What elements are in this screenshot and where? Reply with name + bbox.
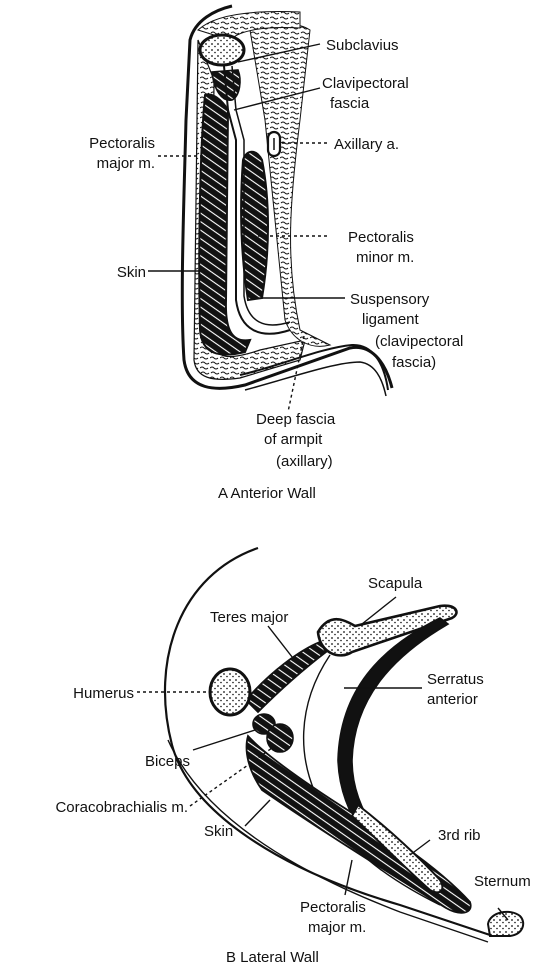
panel-b-teres-major	[246, 642, 326, 712]
panel-a-clavicle	[200, 35, 244, 65]
label-deep-fascia-3: (axillary)	[276, 453, 333, 470]
label-suspensory-3: (clavipectoral	[375, 333, 463, 350]
label-deep-fascia-2: of armpit	[264, 431, 323, 448]
panel-a-pectoralis-minor	[241, 152, 268, 300]
label-pectoralis-minor-2: minor m.	[356, 249, 414, 266]
panel-b-drawing	[137, 548, 523, 942]
label-suspensory-4: fascia)	[392, 354, 436, 371]
label-axillary-artery: Axillary a.	[334, 136, 399, 153]
label-suspensory-2: ligament	[362, 311, 420, 328]
label-third-rib: 3rd rib	[438, 827, 481, 844]
label-skin-b: Skin	[204, 823, 233, 840]
label-serratus-2: anterior	[427, 691, 478, 708]
label-scapula: Scapula	[368, 575, 423, 592]
label-pectoralis-major-2: major m.	[97, 155, 155, 172]
label-sternum: Sternum	[474, 873, 531, 890]
caption-panel-b: B Lateral Wall	[226, 949, 319, 965]
label-skin-a: Skin	[117, 264, 146, 281]
panel-b-coracobrachialis	[267, 724, 293, 752]
panel-a-drawing	[148, 6, 392, 412]
label-biceps: Biceps	[145, 753, 190, 770]
label-humerus: Humerus	[73, 685, 134, 702]
label-pectoralis-major-b-2: major m.	[308, 919, 366, 936]
label-suspensory-1: Suspensory	[350, 291, 430, 308]
label-serratus-1: Serratus	[427, 671, 484, 688]
label-subclavius: Subclavius	[326, 37, 399, 54]
label-clavipectoral-fascia-2: fascia	[330, 95, 370, 112]
panel-b-sternum	[488, 912, 523, 936]
label-deep-fascia-1: Deep fascia	[256, 411, 336, 428]
label-pectoralis-minor-1: Pectoralis	[348, 229, 414, 246]
caption-panel-a: A Anterior Wall	[218, 485, 316, 502]
label-teres-major: Teres major	[210, 609, 288, 626]
label-coracobrachialis: Coracobrachialis m.	[55, 799, 188, 816]
label-clavipectoral-fascia-1: Clavipectoral	[322, 75, 409, 92]
label-pectoralis-major-b-1: Pectoralis	[300, 899, 366, 916]
label-pectoralis-major-1: Pectoralis	[89, 135, 155, 152]
panel-b-humerus	[210, 669, 250, 715]
